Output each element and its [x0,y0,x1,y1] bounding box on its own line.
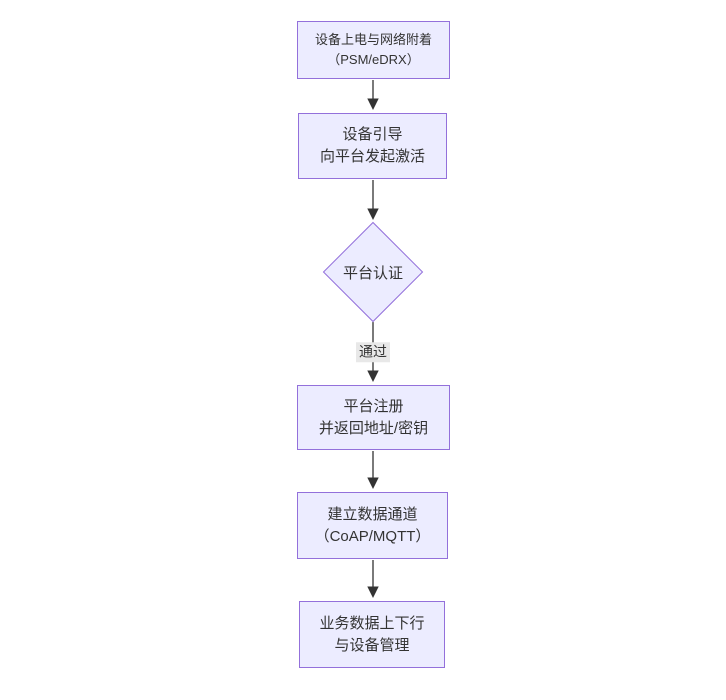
node-label-line: 建立数据通道 [327,505,418,523]
flow-node-auth-decision: 平台认证 [322,221,424,323]
node-label-line: 与设备管理 [334,636,410,654]
node-label-line: 向平台发起激活 [319,148,425,165]
node-label-line: 平台认证 [342,264,403,282]
flow-node-register: 平台注册 并返回地址/密钥 [297,385,450,450]
flow-node-business: 业务数据上下行 与设备管理 [299,601,445,668]
node-label-line: （PSM/eDRX） [327,52,420,67]
node-label-line: 设备引导 [342,126,403,144]
edge-label-pass: 通过 [356,342,390,362]
node-label-line: 并返回地址/密钥 [318,419,429,437]
flow-node-channel: 建立数据通道 （CoAP/MQTT） [297,492,448,559]
node-label-line: 设备上电与网络附着 [314,31,432,47]
node-label-line: 平台注册 [343,397,404,415]
node-label-line: 业务数据上下行 [319,614,425,632]
node-label-line: （CoAP/MQTT） [314,527,431,545]
flow-node-power-attach: 设备上电与网络附着 （PSM/eDRX） [297,21,450,79]
flow-node-bootstrap: 设备引导 向平台发起激活 [298,113,447,179]
